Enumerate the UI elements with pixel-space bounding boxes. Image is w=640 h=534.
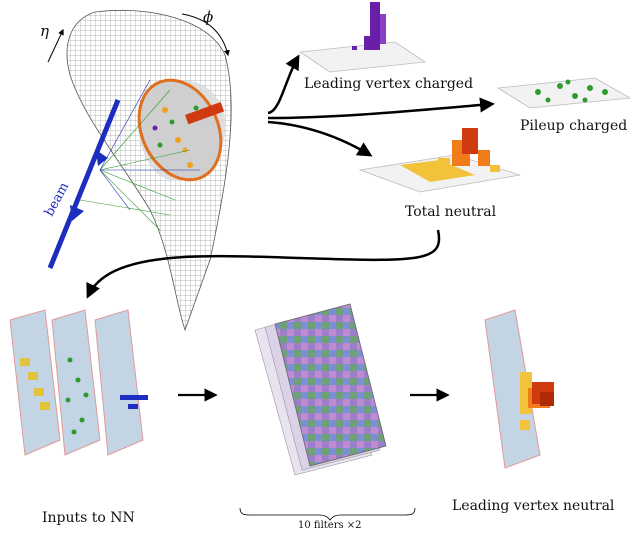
input-panels <box>9 309 148 456</box>
filters-label: 10 filters ×2 <box>298 520 362 531</box>
total-neutral-label: Total neutral <box>405 204 497 220</box>
event-display-ellipse <box>137 78 225 182</box>
particle-tracks <box>79 79 200 231</box>
phi-label: ϕ <box>203 8 214 26</box>
inputs-to-nn-label: Inputs to NN <box>42 510 135 526</box>
split-arrows <box>267 54 495 157</box>
filters-brace <box>239 507 416 521</box>
pileup-charged-label: Pileup charged <box>520 118 628 134</box>
eta-arrow <box>47 28 64 63</box>
return-arrow <box>86 229 441 299</box>
panel-total-neutral <box>358 128 521 193</box>
panel-pileup-charged <box>496 77 632 109</box>
output-panel <box>484 309 554 469</box>
leading-vertex-neutral-label: Leading vertex neutral <box>452 498 615 514</box>
leading-vertex-charged-label: Leading vertex charged <box>304 76 474 92</box>
eta-label: η <box>40 22 49 40</box>
phi-arrow <box>181 13 230 57</box>
filter-stack <box>254 303 387 476</box>
beam-line <box>47 99 121 269</box>
panel-leading-vertex-charged <box>298 2 427 73</box>
